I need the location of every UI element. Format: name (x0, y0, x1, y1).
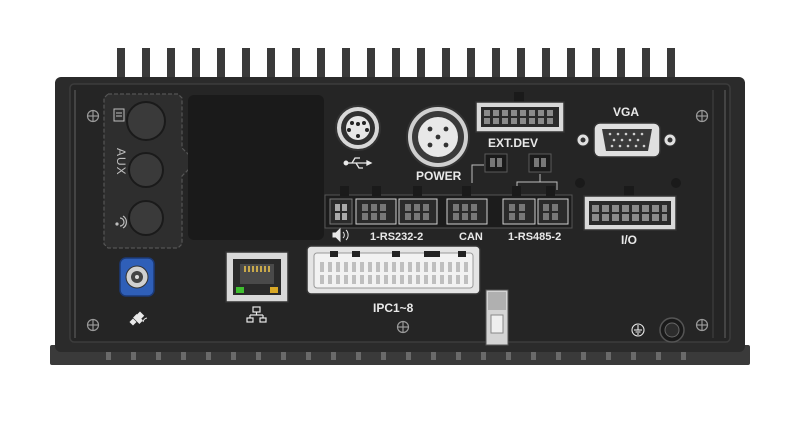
can-label: CAN (459, 231, 483, 243)
document-icon (113, 108, 125, 122)
connector-latch[interactable] (485, 289, 509, 346)
signal-connector-row (324, 186, 573, 229)
indicator-hole-left (575, 178, 585, 188)
screw-bottom-center (396, 320, 410, 334)
top-cooling-fins (117, 48, 675, 80)
power-label: POWER (416, 169, 462, 183)
ethernet-led-amber (270, 287, 278, 293)
corner-screws (86, 109, 709, 334)
jumper-block-right[interactable] (528, 153, 552, 173)
blank-cover-plate (188, 95, 324, 240)
aux-label: AUX (114, 148, 128, 176)
can-port[interactable] (446, 198, 488, 225)
usb-icon (343, 157, 373, 169)
wifi-icon (115, 215, 127, 229)
aux-antenna-panel: AUX (103, 93, 197, 249)
speaker-icon (332, 227, 349, 243)
screw-bottom-left (86, 318, 100, 332)
ext-dev-label: EXT.DEV (488, 136, 538, 150)
gps-satellite-icon (129, 311, 148, 326)
ground-terminal[interactable] (659, 317, 685, 343)
network-icon (246, 306, 267, 323)
aux-antenna-middle[interactable] (128, 152, 164, 188)
rs485-port-1[interactable] (502, 198, 536, 225)
io-connector[interactable] (583, 186, 677, 231)
ext-dev-connector[interactable] (475, 92, 565, 133)
bottom-fin-slots (106, 350, 686, 360)
aux-antenna-top[interactable] (126, 101, 166, 141)
rs232-port-1[interactable] (355, 198, 397, 225)
rs232-label: 1-RS232-2 (370, 231, 423, 243)
io-label: I/O (621, 233, 637, 247)
aux-antenna-bottom[interactable] (128, 200, 164, 236)
ground-icon (631, 323, 645, 337)
usb-connector[interactable] (335, 105, 381, 151)
rs485-port-2[interactable] (537, 198, 569, 225)
screw-top-left (86, 109, 100, 123)
ethernet-port[interactable] (225, 251, 289, 303)
indicator-hole-right (671, 178, 681, 188)
speaker-port[interactable] (329, 198, 353, 225)
power-connector[interactable] (406, 105, 470, 169)
gps-connector[interactable] (119, 257, 155, 297)
ipc-label: IPC1~8 (373, 301, 414, 315)
jumper-block-left[interactable] (484, 153, 508, 173)
vga-connector[interactable] (576, 122, 677, 158)
vga-label: VGA (613, 105, 639, 119)
screw-bottom-right (695, 318, 709, 332)
ipc-connector[interactable] (306, 245, 481, 295)
rs232-port-2[interactable] (398, 198, 438, 225)
screw-top-right (695, 109, 709, 123)
ethernet-led-green (236, 287, 244, 293)
rs485-label: 1-RS485-2 (508, 231, 561, 243)
